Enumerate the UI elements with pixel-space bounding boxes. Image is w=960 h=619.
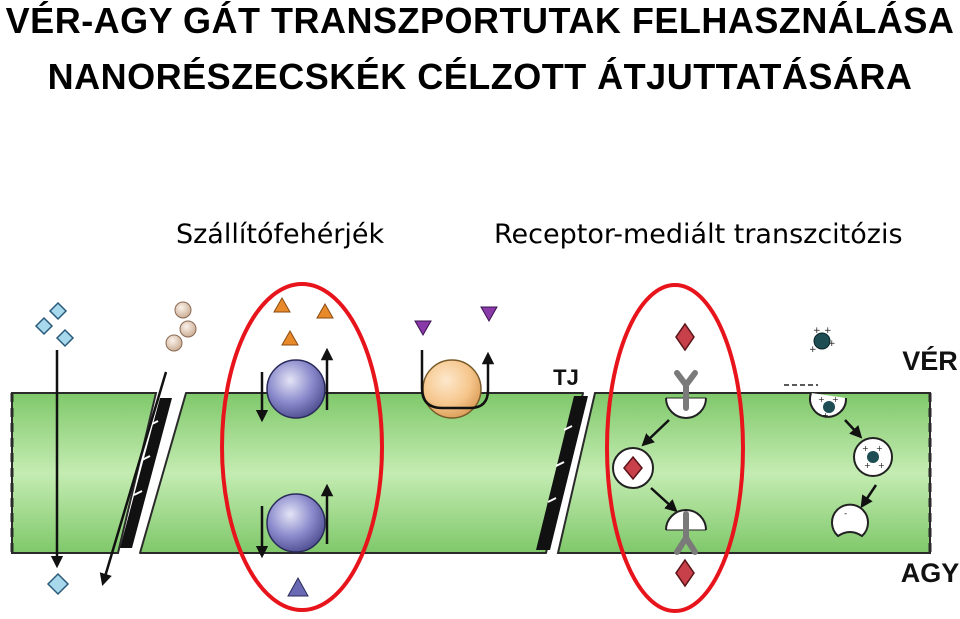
heading-transporters: Szállítófehérjék: [176, 219, 385, 250]
title-line-1: VÉR-AGY GÁT TRANSZPORTUTAK FELHASZNÁLÁSA: [5, 0, 955, 41]
diamond-icon: [46, 572, 70, 596]
brain-label: AGY: [901, 558, 960, 588]
tight-junction-right: [536, 396, 588, 550]
svg-text:+: +: [809, 345, 817, 355]
adsorptive-vesicle-bottom: -: [831, 503, 869, 538]
diamond-icon: [55, 328, 75, 348]
vesicle-with-ligand: [612, 447, 654, 489]
sphere-icon: [165, 334, 183, 352]
ligand-icon: [675, 322, 695, 352]
endothelial-cell-middle: [139, 392, 584, 554]
adsorptive-vesicle-middle: + + + +: [853, 437, 893, 477]
triangle-icon: [316, 302, 334, 319]
svg-text:-: -: [844, 509, 847, 519]
adsorptive-group: + + + + + + + + + + +: [784, 326, 893, 538]
adsorptive-arrow: [860, 484, 878, 509]
paracellular-arrow: [99, 371, 168, 586]
ligand-icon: [675, 558, 695, 588]
sphere-icon: [179, 320, 197, 338]
rmt-group: [612, 322, 707, 588]
transporter-group: [255, 296, 334, 597]
triangle-icon: [273, 296, 291, 313]
triangle-icon: [281, 329, 299, 346]
svg-text:+: +: [824, 326, 832, 336]
rmt-arrow: [650, 487, 678, 513]
svg-text:+: +: [864, 461, 871, 470]
triangle-icon: [287, 576, 309, 597]
adsorptive-arrow: [844, 419, 863, 439]
svg-text:+: +: [832, 395, 839, 404]
diffusion-route: [34, 301, 75, 596]
transporter-protein-top: [266, 359, 326, 419]
adsorptive-vesicle-top: + + +: [809, 392, 848, 420]
title-line-2: NANORÉSZECSKÉK CÉLZOTT ÁTJUTTATÁSÁRA: [47, 56, 913, 97]
tj-label: TJ: [553, 365, 579, 390]
carrier-protein: [422, 359, 482, 419]
nanoparticle-icon: + + + +: [809, 326, 836, 355]
heading-receptor-mediated-transcytosis: Receptor-mediált transzcitózis: [494, 219, 903, 250]
diamond-icon: [48, 301, 68, 321]
tight-junction-left: [120, 398, 172, 548]
paracellular-route: [99, 301, 197, 586]
triangle-icon: [480, 306, 498, 323]
receptor-bottom: [665, 509, 707, 555]
svg-text:+: +: [813, 326, 821, 336]
diamond-icon: [34, 316, 54, 336]
rmt-arrow: [641, 419, 670, 447]
receptor-top: [665, 370, 707, 419]
highlight-ellipse-transporters: [220, 282, 384, 612]
blood-label: VÉR: [902, 345, 958, 376]
highlight-ellipse-rmt: [605, 283, 745, 613]
svg-text:+: +: [862, 444, 869, 453]
svg-text:+: +: [876, 444, 883, 453]
sphere-icon: [174, 301, 192, 319]
svg-text:+: +: [818, 395, 825, 404]
triangle-icon: [414, 320, 432, 337]
carrier-arrow: [420, 350, 495, 410]
svg-text:+: +: [822, 411, 829, 420]
svg-text:+: +: [828, 339, 836, 349]
carrier-group: [414, 306, 498, 419]
transporter-protein-bottom: [266, 493, 326, 553]
svg-text:+: +: [878, 461, 885, 470]
